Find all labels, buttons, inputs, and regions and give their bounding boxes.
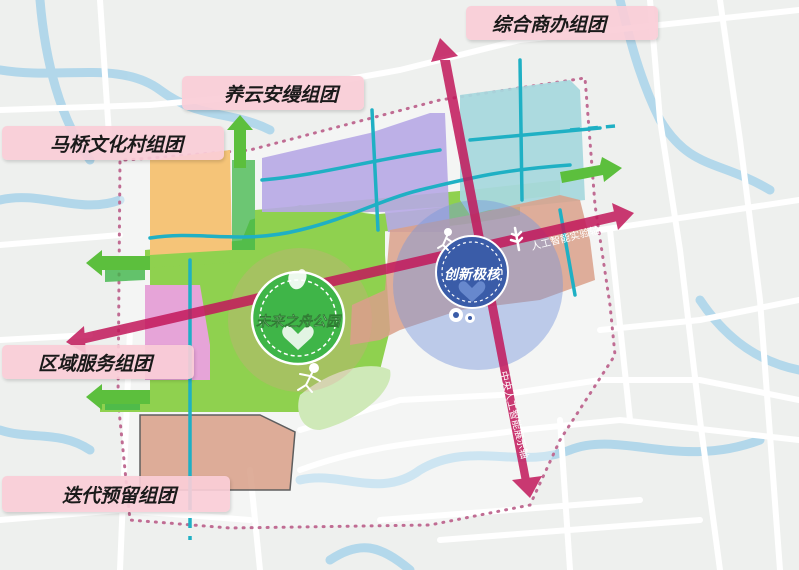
park-light-green-lobe <box>298 366 391 430</box>
cluster-label-regional-service: 区域服务组团 <box>38 352 153 375</box>
core-heart-icon <box>458 281 486 302</box>
callout-iterative-reserve: 迭代预留组团 <box>2 476 230 512</box>
wheat-icon <box>509 226 524 252</box>
cluster-label-comprehensive-business: 综合商办组团 <box>492 13 607 36</box>
leaf-icon <box>288 269 307 290</box>
innovation-core-circle <box>435 235 509 309</box>
green-arrow-west-upper <box>86 250 150 276</box>
dark-green-belt <box>232 160 255 250</box>
small-runner-icon <box>437 228 453 251</box>
cluster-label-yangyun-anman: 养云安缦组团 <box>224 83 339 106</box>
axis-south-arrowhead <box>512 476 542 498</box>
axis-north-arrowhead <box>431 38 458 62</box>
cluster-label-maqiao-culture-village: 马桥文化村组团 <box>50 133 184 156</box>
cluster-label-iterative-reserve: 迭代预留组团 <box>62 484 177 507</box>
gear-icon <box>449 308 475 323</box>
green-arrows <box>86 115 622 410</box>
yangyun-anman-cluster-block <box>262 113 450 232</box>
callout-regional-service: 区域服务组团 <box>2 345 194 379</box>
callout-comprehensive-business: 综合商办组团 <box>466 6 658 40</box>
innovation-core-label: 创新极核 <box>444 266 503 283</box>
heart-icon <box>282 325 314 350</box>
green-arrow-west-lower <box>86 384 150 410</box>
innovation-core-ring <box>441 241 503 303</box>
park-label: 未来之舟公园 <box>256 313 343 330</box>
maqiao-culture-village-cluster-block <box>150 150 232 255</box>
green-arrow-east <box>560 157 622 183</box>
runner-icon <box>297 363 321 393</box>
axis-east-arrowhead <box>612 203 634 230</box>
green-arrow-north <box>227 115 253 168</box>
callout-maqiao-culture-village: 马桥文化村组团 <box>2 126 224 160</box>
callout-yangyun-anman: 养云安缦组团 <box>182 76 364 110</box>
